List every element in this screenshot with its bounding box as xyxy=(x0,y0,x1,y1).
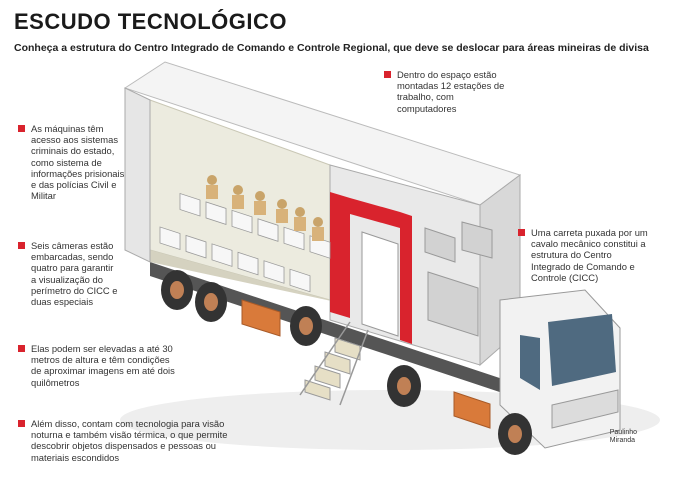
red-partition-top xyxy=(350,198,400,228)
bullet-square xyxy=(18,125,25,132)
bullet-square xyxy=(18,242,25,249)
bullet-square xyxy=(18,420,25,427)
trailer-wheels xyxy=(161,270,421,407)
bullet-square xyxy=(518,229,525,236)
callout-workstations: Dentro do espaço estão montadas 12 estaç… xyxy=(384,69,515,114)
trailer-rear-end xyxy=(124,87,151,263)
credit-line-1: Paulinho xyxy=(609,429,637,436)
callout-elevation: Elas podem ser elevadas a até 30 metros … xyxy=(18,343,177,388)
callout-machines-text: As máquinas têm acesso aos sistemas crim… xyxy=(31,123,125,202)
chassis-beam xyxy=(150,262,560,412)
callout-truck: Uma carreta puxada por um cavalo mecânic… xyxy=(518,227,649,283)
callout-night-vision-text: Além disso, contam com tecnologia para v… xyxy=(31,418,228,463)
callout-truck-text: Uma carreta puxada por um cavalo mecânic… xyxy=(531,227,648,283)
credit-line-2: Miranda xyxy=(609,437,636,444)
page-title: ESCUDO TECNOLÓGICO xyxy=(14,9,288,34)
equipment-boxes xyxy=(424,221,493,337)
illustrator-credit: Paulinho Miranda xyxy=(610,429,637,445)
entry-stairs xyxy=(304,337,361,401)
operators xyxy=(207,175,323,227)
operator-bodies xyxy=(206,185,324,241)
cab-grille xyxy=(551,389,619,429)
workstations xyxy=(159,192,331,293)
bullet-square xyxy=(384,71,391,78)
crate-left xyxy=(241,299,281,337)
callout-night-vision: Além disso, contam com tecnologia para v… xyxy=(18,418,231,463)
entry-door xyxy=(361,231,399,337)
callout-workstations-text: Dentro do espaço estão montadas 12 estaç… xyxy=(397,69,505,114)
callout-cameras-text: Seis câmeras estão embarcadas, sendo qua… xyxy=(31,240,118,308)
callout-elevation-text: Elas podem ser elevadas a até 30 metros … xyxy=(31,343,175,388)
red-partition-right xyxy=(400,212,412,344)
callout-machines: As máquinas têm acesso aos sistemas crim… xyxy=(18,123,126,202)
page-subtitle: Conheça a estrutura do Centro Integrado … xyxy=(14,42,649,54)
cab-windshield xyxy=(548,314,616,386)
callout-cameras: Seis câmeras estão embarcadas, sendo qua… xyxy=(18,240,121,308)
bullet-square xyxy=(18,345,25,352)
red-partition-left xyxy=(330,192,350,318)
cab-side-window xyxy=(520,335,540,390)
cab-wheels xyxy=(498,413,532,455)
crate-right xyxy=(453,391,491,429)
